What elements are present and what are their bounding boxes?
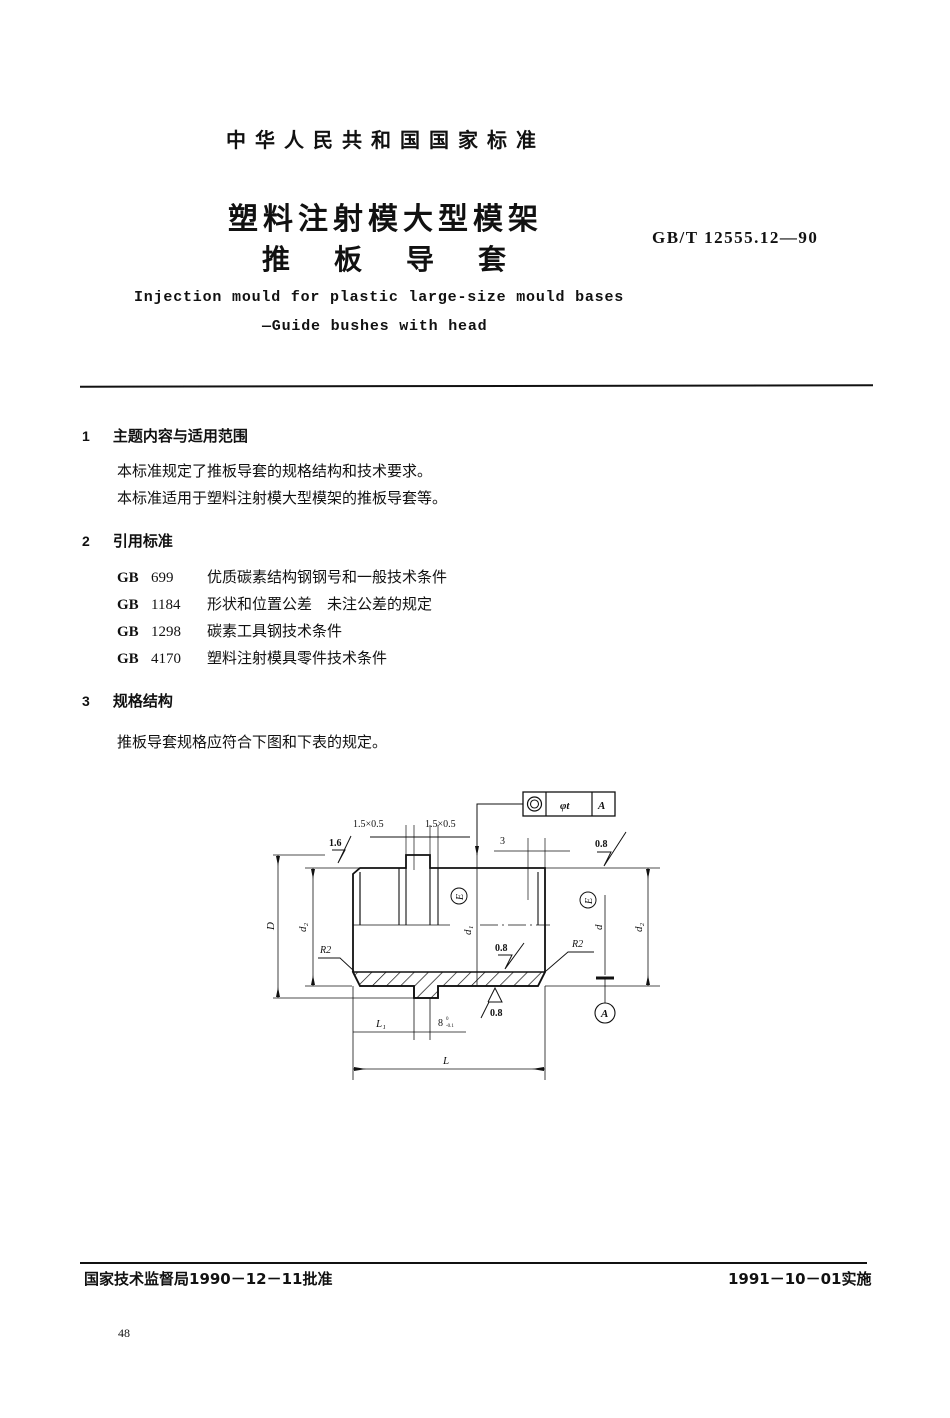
dim-8-tol-lower: -0.1 (446, 1024, 454, 1029)
english-title-line1: Injection mould for plastic large-size m… (134, 289, 625, 306)
reference-title: 优质碳素结构钢钢号和一般技术条件 (207, 568, 448, 586)
footer-divider (80, 1262, 867, 1264)
section-1-heading: 1 主题内容与适用范围 (82, 425, 248, 446)
section-title: 引用标准 (112, 532, 173, 550)
paragraph: 本标准规定了推板导套的规格结构和技术要求。 (117, 462, 433, 480)
implementation-date: 1991－10－01实施 (728, 1270, 872, 1288)
reference-code: GB (117, 597, 139, 613)
reference-number: 1184 (151, 597, 181, 613)
R2-right-label: R2 (571, 939, 583, 950)
section-title: 主题内容与适用范围 (112, 427, 248, 445)
section-number: 1 (82, 428, 90, 444)
approval-date: 国家技术监督局1990－12－11批准 (84, 1270, 333, 1288)
reference-title: 形状和位置公差 未注公差的规定 (207, 595, 433, 613)
concentricity-icon (526, 796, 543, 812)
paragraph: 推板导套规格应符合下图和下表的规定。 (117, 733, 388, 751)
groove-right-label: 1.5×0.5 (425, 819, 456, 830)
reference-item: GB 4170 塑料注射模具零件技术条件 (117, 647, 387, 668)
reference-number: 4170 (151, 651, 181, 667)
reference-item: GB 1298 碳素工具钢技术条件 (117, 620, 342, 641)
dim-3-label: 3 (500, 836, 505, 847)
groove-left-label: 1.5×0.5 (353, 819, 384, 830)
guide-bush-drawing: φt A 1.5×0.5 1.5×0.5 1.6 3 0.8 (255, 785, 675, 1089)
E-left-label: E (455, 894, 466, 901)
D-label: D (265, 922, 277, 931)
reference-item: GB 1184 形状和位置公差 未注公差的规定 (117, 593, 432, 614)
reference-item: GB 699 优质碳素结构钢钢号和一般技术条件 (117, 566, 447, 587)
roughness-bottom-label: 0.8 (490, 1008, 503, 1019)
dim-8-tol-upper: 0 (446, 1017, 449, 1022)
standard-code: GB/T 12555.12—90 (652, 228, 819, 247)
reference-number: 1298 (151, 624, 181, 640)
header-divider (79, 384, 874, 388)
tolerance-datum: A (597, 800, 605, 812)
page-number: 48 (118, 1326, 130, 1340)
roughness-left-label: 1.6 (329, 838, 342, 849)
section-title: 规格结构 (112, 692, 173, 710)
tolerance-value: φt (560, 800, 570, 812)
document-title-line2: 推板导套 (262, 243, 551, 276)
english-title-line2: —Guide bushes with head (262, 318, 488, 335)
reference-number: 699 (151, 570, 174, 586)
d2-left-label: d₂ (297, 923, 309, 933)
reference-title: 碳素工具钢技术条件 (207, 622, 343, 640)
E-right-label: E (584, 898, 595, 905)
d2-right-label: d₂ (633, 923, 645, 933)
L-label: L (442, 1055, 449, 1067)
section-number: 2 (82, 533, 90, 549)
reference-code: GB (117, 570, 139, 586)
roughness-right-label: 0.8 (595, 839, 608, 850)
dim-8-label: 8 (438, 1018, 443, 1029)
roughness-inner-label: 0.8 (495, 943, 508, 954)
reference-title: 塑料注射模具零件技术条件 (207, 649, 388, 667)
tolerance-frame: φt A (475, 791, 616, 856)
reference-code: GB (117, 651, 139, 667)
L1-label: L₁ (375, 1018, 386, 1030)
d1-label: d₁ (462, 926, 474, 936)
datum-A-symbol (594, 1002, 616, 1024)
bush-body (351, 854, 550, 999)
reference-code: GB (117, 624, 139, 640)
d-label: d (593, 924, 605, 930)
datum-A-label: A (600, 1008, 608, 1020)
national-standard-heading: 中华人民共和国国家标准 (226, 128, 545, 152)
document-title-line1: 塑料注射模大型模架 (228, 202, 543, 237)
paragraph: 本标准适用于塑料注射模大型模架的推板导套等。 (117, 489, 448, 507)
section-2-heading: 2 引用标准 (82, 530, 173, 551)
section-3-heading: 3 规格结构 (82, 690, 173, 711)
R2-left-label: R2 (319, 945, 331, 956)
section-number: 3 (82, 693, 90, 709)
